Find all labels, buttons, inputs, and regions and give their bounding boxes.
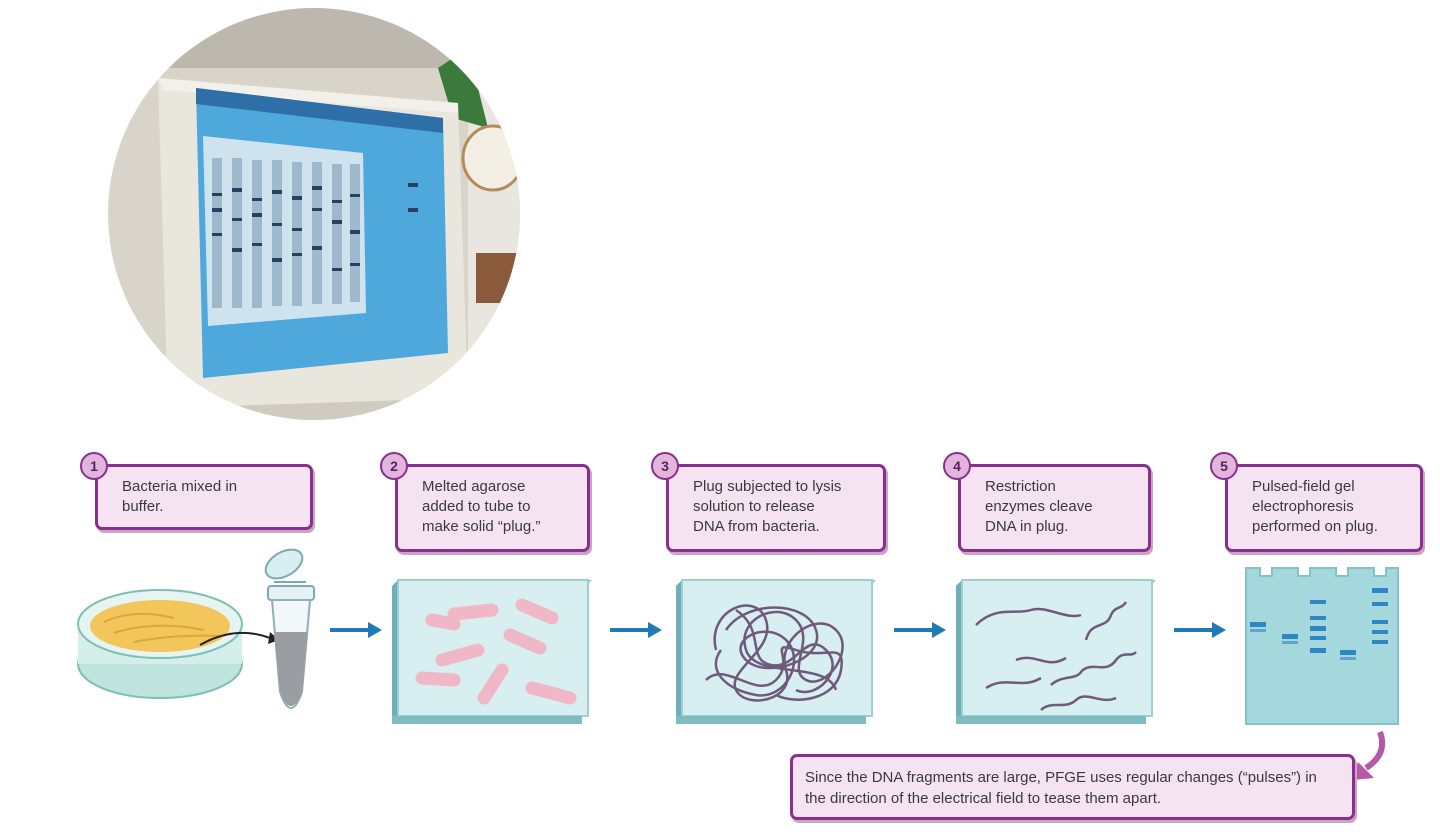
- lysed-dna-plug-icon: [676, 579, 876, 724]
- flow-arrow-3-icon: [894, 622, 946, 638]
- dna-fragments-plug-icon: [956, 579, 1156, 724]
- step-2-number: 2: [380, 452, 408, 480]
- pfge-gel-monitor-photo: [108, 8, 520, 420]
- electrophoresis-gel-icon: [1245, 567, 1399, 725]
- step-1-number: 1: [80, 452, 108, 480]
- step-3-box: Plug subjected to lysis solution to rele…: [666, 464, 886, 552]
- step-4-box: Restriction enzymes cleave DNA in plug.: [958, 464, 1151, 552]
- tangled-dna: [705, 604, 844, 702]
- petri-dish-icon: [77, 589, 243, 699]
- step-1-text: Bacteria mixed in buffer.: [122, 478, 238, 515]
- dna-fragments: [975, 601, 1137, 711]
- step-5-text: Pulsed-field gel electrophoresis perform…: [1252, 478, 1378, 535]
- agarose-plug-icon: [392, 579, 592, 724]
- step-2-text: Melted agarose added to tube to make sol…: [422, 478, 541, 535]
- step-3-text: Plug subjected to lysis solution to rele…: [693, 478, 842, 535]
- flow-arrow-1-icon: [330, 622, 382, 638]
- flow-arrow-4-icon: [1174, 622, 1226, 638]
- note-text: Since the DNA fragments are large, PFGE …: [805, 769, 1317, 807]
- gel-bands: [1250, 588, 1388, 660]
- note-pointer-arrow-icon: [1352, 730, 1386, 780]
- monitor-photo-illustration: [108, 8, 520, 420]
- step-5-box: Pulsed-field gel electrophoresis perform…: [1225, 464, 1423, 552]
- step-5-number: 5: [1210, 452, 1238, 480]
- step-3-number: 3: [651, 452, 679, 480]
- gel-lanes-on-screen: [212, 158, 360, 308]
- step-2-box: Melted agarose added to tube to make sol…: [395, 464, 590, 552]
- step-4-text: Restriction enzymes cleave DNA in plug.: [985, 478, 1093, 535]
- pfge-explanation-note: Since the DNA fragments are large, PFGE …: [790, 754, 1355, 820]
- flow-arrow-2-icon: [610, 622, 662, 638]
- bacteria-cells: [415, 598, 577, 705]
- step-4-number: 4: [943, 452, 971, 480]
- microcentrifuge-tube-icon: [264, 548, 315, 709]
- step-1-box: Bacteria mixed in buffer.: [95, 464, 313, 530]
